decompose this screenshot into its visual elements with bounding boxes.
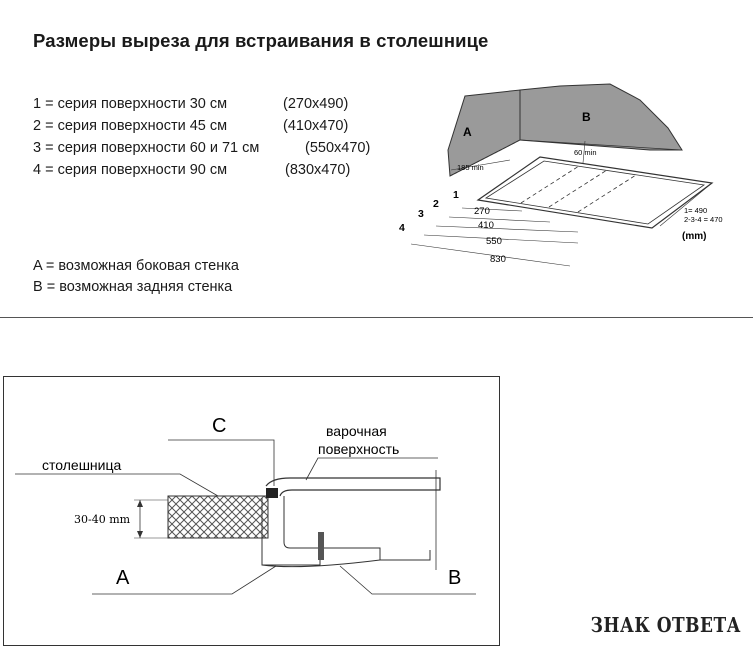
countertop-leader [15, 473, 219, 497]
page-title: Размеры выреза для встраивания в столешн… [33, 30, 489, 51]
width-830: 830 [490, 254, 506, 265]
section-panel [3, 376, 500, 646]
thickness-arrow-top [137, 500, 143, 507]
wall-b-label: B [582, 110, 591, 124]
num-3: 3 [418, 208, 424, 220]
countertop [167, 495, 269, 539]
back-wall-note: B = возможная задняя стенка [33, 279, 233, 295]
series-dims: (830x470) [285, 162, 351, 178]
hob-screw [318, 532, 324, 560]
seal-label: C [212, 415, 226, 437]
back-gap-label: 60 min [574, 148, 597, 157]
countertop-back-edge [519, 139, 683, 151]
watermark: ЗНАК ОТВЕТА [590, 614, 741, 638]
hob-label-2: поверхность [318, 441, 399, 457]
unit-label: (mm) [682, 231, 706, 242]
series-item-45: 2 = серия поверхности 45 см (410x470) [33, 118, 348, 134]
wall-a-label: A [463, 125, 472, 139]
hob-leader [305, 457, 438, 481]
thickness-label: 30-40 mm [74, 513, 131, 526]
hob-label-1: варочная [326, 423, 387, 439]
series-line-2 [548, 169, 608, 208]
side-wall-note: A = возможная боковая стенка [33, 258, 239, 274]
series-label: 2 = серия поверхности 45 см [33, 118, 228, 134]
thickness-arrow-bottom [137, 531, 143, 538]
cutout-inner [484, 160, 706, 225]
countertop-edge [449, 139, 521, 177]
num-2: 2 [433, 198, 439, 210]
series-label: 4 = серия поверхности 90 см [33, 162, 228, 178]
series-item-90: 4 = серия поверхности 90 см (830x470) [33, 162, 350, 178]
series-line-1 [520, 165, 580, 204]
depth-1: 1= 490 [684, 206, 707, 215]
side-wall [447, 89, 521, 177]
series-dims: (410x470) [283, 118, 349, 134]
seal-leader [168, 439, 275, 486]
series-item-30: 1 = серия поверхности 30 см (270x490) [33, 96, 348, 112]
section-b-label: B [448, 567, 461, 589]
series-dims: (270x490) [283, 96, 349, 112]
series-dims: (550x470) [305, 140, 371, 156]
series-label: 3 = серия поверхности 60 и 71 см [33, 140, 260, 156]
back-gap-dim [582, 140, 586, 164]
section-a-label: A [116, 567, 130, 589]
hob-top [265, 477, 441, 497]
hob-body [283, 496, 431, 561]
section-b-leader [339, 565, 476, 595]
width-550: 550 [486, 236, 502, 247]
num-4: 4 [399, 222, 405, 234]
depth-234: 2-3-4 = 470 [684, 215, 723, 224]
series-item-60-71: 3 = серия поверхности 60 и 71 см (550x47… [33, 140, 370, 156]
side-gap-dim [450, 159, 511, 171]
series-label: 1 = серия поверхности 30 см [33, 96, 228, 112]
cutout-dimensions-panel [0, 0, 753, 318]
side-gap-label: 185 min [457, 163, 484, 172]
section-a-leader [92, 565, 277, 595]
num-1: 1 [453, 189, 459, 201]
countertop-label: столешница [42, 457, 121, 473]
back-wall [519, 83, 683, 151]
depth-dim [659, 182, 713, 227]
width-270: 270 [474, 206, 490, 217]
width-dims [410, 207, 579, 267]
seal [266, 488, 278, 498]
width-410: 410 [478, 220, 494, 231]
series-line-3 [577, 174, 637, 213]
